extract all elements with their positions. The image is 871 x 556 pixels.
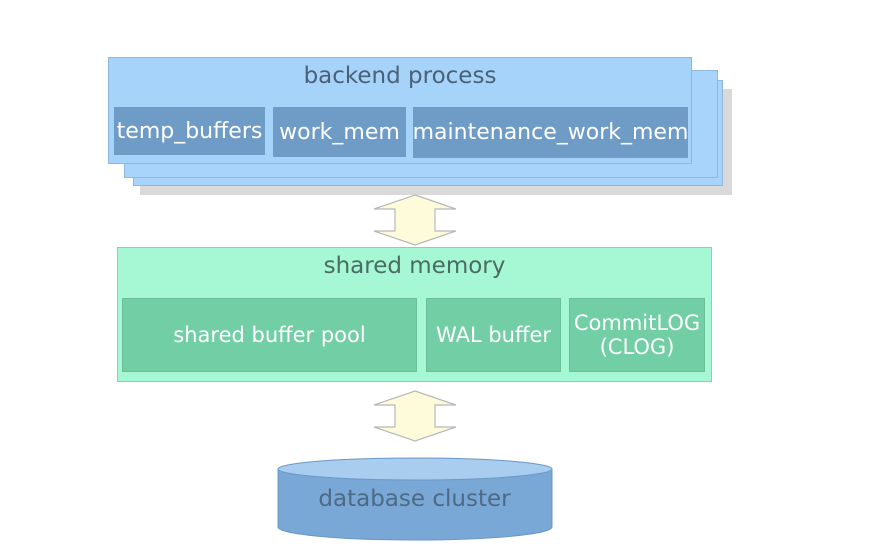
- bidirectional-arrow-lower: [373, 390, 457, 442]
- database-cluster-label: database cluster: [318, 486, 511, 512]
- maintenance-work-mem-cell: maintenance_work_mem: [413, 107, 688, 158]
- wal-buffer-cell: WAL buffer: [426, 298, 561, 372]
- bidirectional-arrow-upper: [373, 194, 457, 246]
- shared-buffer-pool-cell: shared buffer pool: [122, 298, 417, 372]
- database-cluster-cylinder: [277, 457, 553, 541]
- temp-buffers-cell: temp_buffers: [114, 107, 265, 155]
- commit-log-cell: CommitLOG (CLOG): [569, 298, 705, 372]
- work-mem-cell: work_mem: [273, 107, 406, 157]
- shared-memory-title: shared memory: [323, 253, 506, 279]
- backend-process-title: backend process: [303, 63, 497, 89]
